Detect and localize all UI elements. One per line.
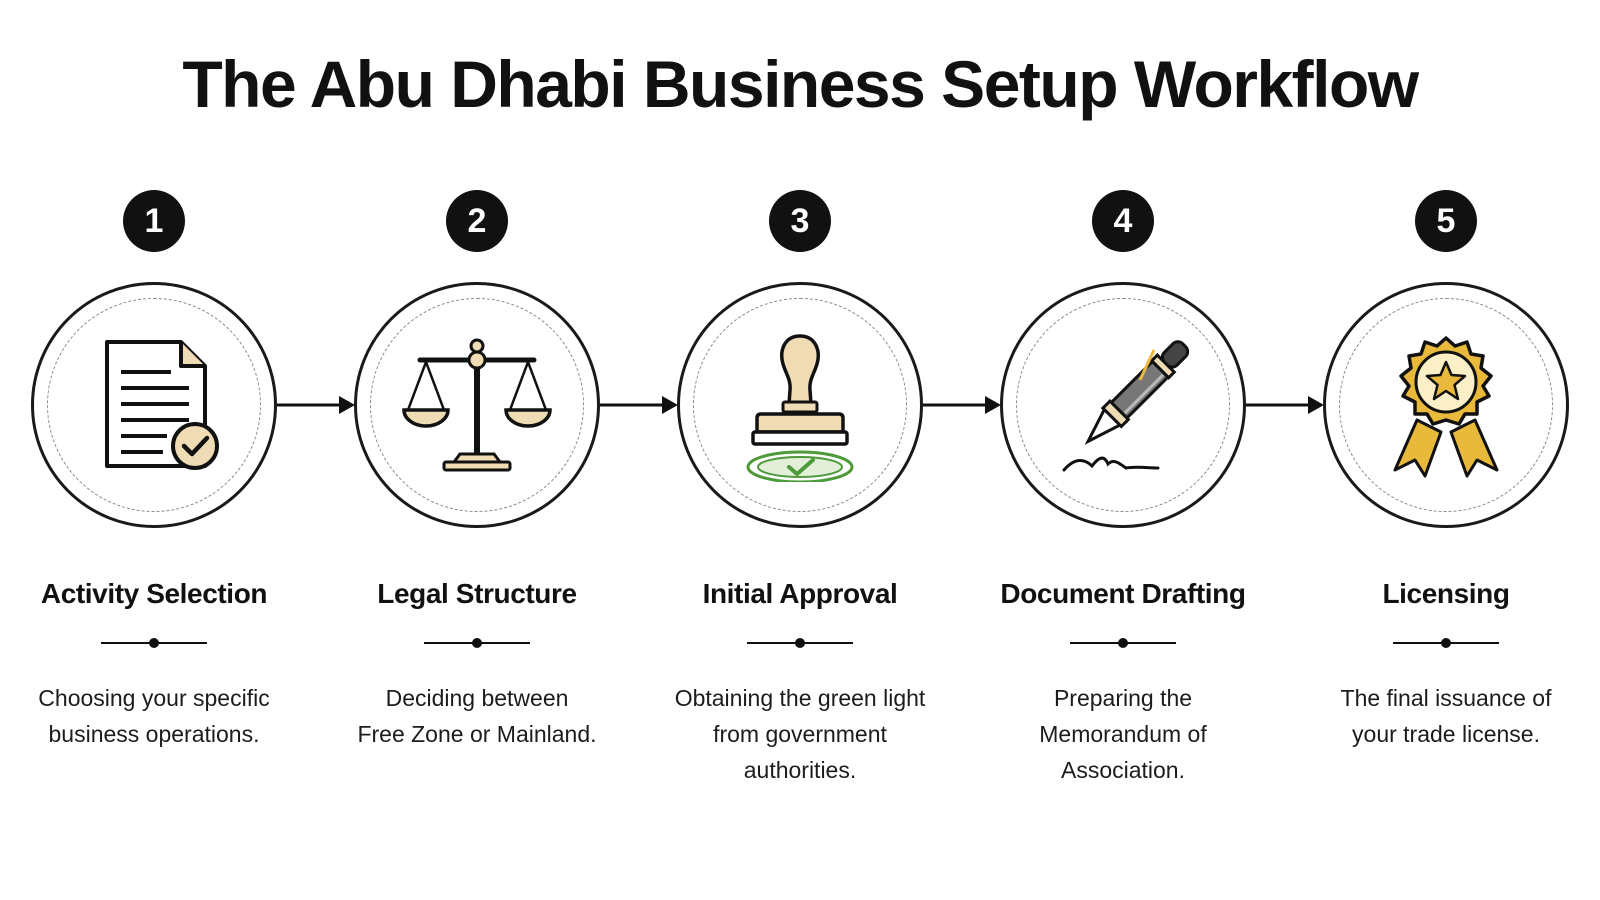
step-number-badge: 4: [1092, 190, 1154, 252]
step-divider: [1070, 638, 1176, 648]
step-title: Document Drafting: [1000, 578, 1246, 609]
step-circle-activity-selection: [31, 282, 277, 528]
step-number: 4: [1113, 201, 1133, 240]
step-description: Choosing your specific business operatio…: [38, 685, 270, 747]
step-description: The final issuance of your trade license…: [1340, 685, 1552, 747]
step-divider: [101, 638, 207, 648]
dashed-ring: [693, 298, 907, 512]
step-description: Obtaining the green light from governmen…: [674, 685, 926, 783]
step-number-badge: 2: [446, 190, 508, 252]
step-title: Activity Selection: [40, 578, 268, 609]
step-description: Deciding between Free Zone or Mainland.: [357, 685, 597, 747]
dashed-ring: [1339, 298, 1553, 512]
step-divider: [1393, 638, 1499, 648]
step-title: Initial Approval: [702, 578, 898, 609]
step-circle-initial-approval: [677, 282, 923, 528]
arrow-connector-1-2: [277, 396, 355, 414]
page-title: The Abu Dhabi Business Setup Workflow: [182, 47, 1419, 121]
arrow-connector-4-5: [1246, 396, 1324, 414]
step-number: 5: [1436, 201, 1456, 240]
step-description: Preparing the Memorandum of Association.: [1039, 685, 1207, 783]
step-title: Legal Structure: [377, 578, 577, 609]
pen-signature-icon: [1062, 340, 1190, 472]
arrow-connector-2-3: [600, 396, 678, 414]
step-number: 2: [467, 201, 487, 240]
approval-stamp-icon: [746, 334, 854, 482]
step-number-badge: 1: [123, 190, 185, 252]
step-number-badge: 3: [769, 190, 831, 252]
step-circle-licensing: [1323, 282, 1569, 528]
scales-icon: [402, 338, 552, 472]
award-badge-icon: [1393, 336, 1499, 478]
step-title: Licensing: [1382, 578, 1510, 609]
dashed-ring: [370, 298, 584, 512]
step-circle-legal-structure: [354, 282, 600, 528]
step-divider: [424, 638, 530, 648]
document-check-icon: [105, 340, 219, 470]
step-circle-document-drafting: [1000, 282, 1246, 528]
step-divider: [747, 638, 853, 648]
dashed-ring: [1016, 298, 1230, 512]
step-number: 3: [790, 201, 810, 240]
arrow-connector-3-4: [923, 396, 1001, 414]
dashed-ring: [47, 298, 261, 512]
step-number-badge: 5: [1415, 190, 1477, 252]
step-number: 1: [144, 201, 164, 240]
